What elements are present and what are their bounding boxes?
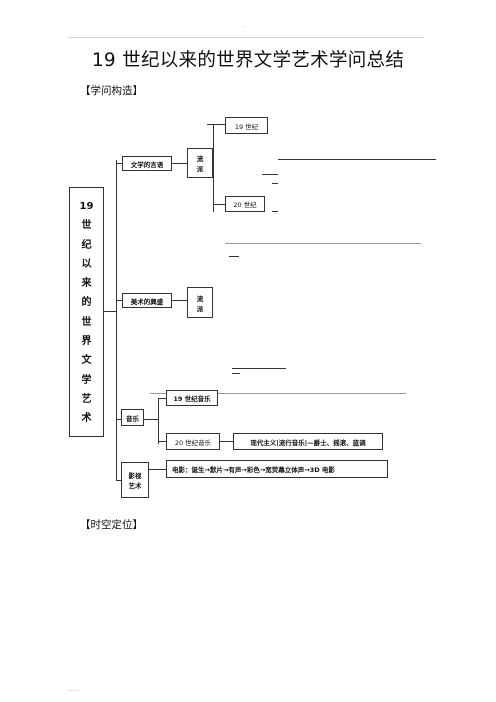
- root-char: 的: [81, 297, 92, 309]
- branch-connector: [220, 441, 233, 442]
- branch-connector: [172, 300, 187, 301]
- header-mark: -: [244, 24, 246, 30]
- art-schools-node: 流 派: [187, 287, 213, 318]
- schools-char: 流: [196, 294, 204, 303]
- root-char: 文: [81, 355, 92, 367]
- film-node: 影视 艺术: [121, 462, 149, 498]
- music-split-line: [158, 398, 159, 444]
- root-connector: [104, 311, 116, 312]
- branch-connector: [158, 441, 166, 442]
- literature-split-line: [213, 124, 214, 212]
- page-footer: .....: [68, 687, 81, 693]
- branch-connector: [116, 419, 121, 420]
- music-detail-line: [150, 393, 406, 394]
- music-20c-node: 20 世纪音乐: [166, 433, 220, 450]
- root-char: 以: [81, 258, 92, 270]
- literature-19c-detail-line: [278, 159, 436, 160]
- section-timeline-heading: 【时空定位】: [80, 519, 143, 531]
- root-char: 来: [81, 278, 92, 290]
- detail-stub: [232, 373, 240, 374]
- root-char: 19: [79, 201, 94, 212]
- detail-stub: [262, 174, 278, 175]
- root-char: 术: [81, 413, 92, 425]
- film-label-line: 艺术: [128, 482, 142, 490]
- root-char: 纪: [81, 239, 92, 251]
- branch-connector: [213, 204, 225, 205]
- art-detail-line: [232, 368, 286, 369]
- music-19c-node: 19 世纪音乐: [166, 390, 218, 406]
- branch-connector: [149, 469, 166, 470]
- branch-connector: [144, 419, 158, 420]
- detail-stub: [272, 211, 278, 212]
- literature-20c-detail-line: [225, 243, 421, 244]
- detail-stub: [229, 256, 239, 257]
- header-rule: [68, 37, 424, 38]
- branch-connector: [172, 163, 187, 164]
- root-char: 世: [81, 220, 92, 232]
- schools-char: 流: [196, 155, 204, 163]
- music-20c-detail-node: 现代主义|流行音乐|—爵士、摇滚、蓝调: [233, 433, 383, 450]
- page-title: 19 世纪以来的世界文学艺术学问总结: [91, 50, 405, 71]
- film-detail-node: 电影：诞生→默片→有声→彩色→宽荧幕立体声→3D 电影: [166, 460, 388, 478]
- film-label-line: 影视: [128, 472, 142, 480]
- schools-char: 派: [196, 304, 204, 313]
- detail-stub: [272, 183, 278, 184]
- root-char: 世: [81, 316, 92, 328]
- root-char: 艺: [81, 393, 92, 405]
- schools-char: 派: [196, 165, 204, 173]
- root-char: 界: [81, 336, 92, 348]
- literature-schools-node: 流 派: [187, 148, 213, 178]
- branch-connector: [116, 163, 122, 164]
- section-structure-heading: 【学问构造】: [80, 85, 143, 97]
- branch-connector: [116, 300, 122, 301]
- branch-connector: [116, 480, 121, 481]
- literature-node: 文学的言语: [122, 156, 172, 171]
- root-char: 学: [81, 374, 92, 386]
- art-node: 美术的興盛: [122, 293, 172, 308]
- root-topic-box: 19 世 纪 以 来 的 世 界 文 学 艺 术: [69, 187, 104, 437]
- main-trunk: [116, 160, 117, 480]
- literature-20c-node: 20 世纪: [225, 196, 265, 212]
- music-node: 音乐: [121, 409, 144, 426]
- literature-19c-node: 19 世纪: [225, 117, 268, 134]
- branch-connector: [207, 124, 225, 125]
- branch-connector: [158, 398, 166, 399]
